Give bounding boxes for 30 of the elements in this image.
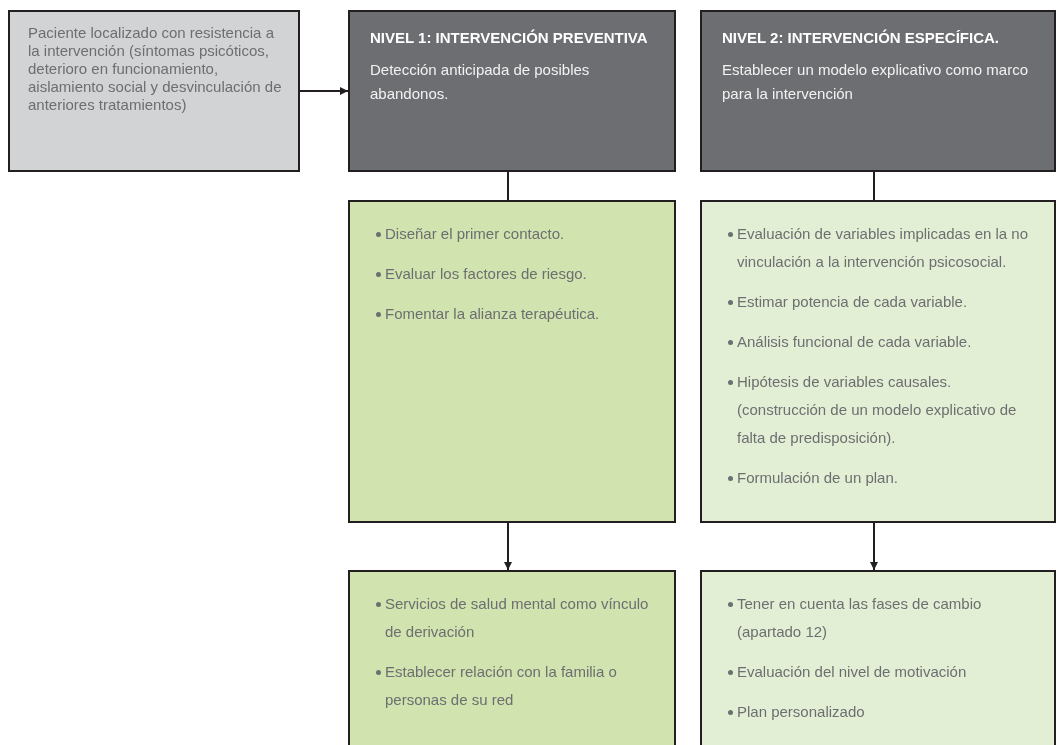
list-box bbox=[700, 570, 1056, 745]
arrow bbox=[504, 522, 512, 571]
level-description: Detección anticipada de posibles abandonos. bbox=[369, 60, 591, 104]
level-heading: NIVEL 1: INTERVENCIÓN PREVENTIVA bbox=[369, 28, 649, 48]
list-box bbox=[348, 200, 676, 523]
bullet-item: Evaluación del nivel de motivación bbox=[728, 658, 1042, 686]
level-description: Establecer un modelo explicativo como marco para la intervención bbox=[721, 60, 1029, 104]
bullet-item: Evaluación de variables implicadas en la no vinculación a la intervención psicosocial. bbox=[728, 220, 1042, 276]
bullet-item: Diseñar el primer contacto. bbox=[376, 220, 662, 248]
bullet-item: Tener en cuenta las fases de cambio (apartado 12) bbox=[728, 590, 1042, 646]
bullet-item: Formulación de un plan. bbox=[728, 464, 1042, 492]
arrow bbox=[299, 87, 349, 95]
bullet-item: Estimar potencia de cada variable. bbox=[728, 288, 1042, 316]
list-box bbox=[348, 570, 676, 745]
connector-line bbox=[873, 171, 875, 201]
bullet-item: Análisis funcional de cada variable. bbox=[728, 328, 1042, 356]
process-box bbox=[8, 10, 300, 172]
connector-line bbox=[507, 171, 509, 201]
bullet-item: Establecer relación con la familia o personas de su red bbox=[376, 658, 662, 714]
level-box bbox=[700, 10, 1056, 172]
bullet-item: Servicios de salud mental como vínculo de derivación bbox=[376, 590, 662, 646]
bullet-item: Plan personalizado bbox=[728, 698, 1042, 726]
list-box bbox=[700, 200, 1056, 523]
bullet-item: Hipótesis de variables causales. (construcción de un modelo explicativo de falta de predisposición). bbox=[728, 368, 1042, 452]
arrow bbox=[870, 522, 878, 571]
level-heading: NIVEL 2: INTERVENCIÓN ESPECÍFICA. bbox=[721, 28, 1000, 48]
bullet-item: Fomentar la alianza terapéutica. bbox=[376, 300, 662, 328]
box-text: Paciente localizado con resistencia a la intervención (síntomas psicóticos, deterioro en funcionamiento, aislamiento social y desvinculación de anteriores tratamientos) bbox=[27, 23, 283, 114]
bullet-item: Evaluar los factores de riesgo. bbox=[376, 260, 662, 288]
level-box bbox=[348, 10, 676, 172]
